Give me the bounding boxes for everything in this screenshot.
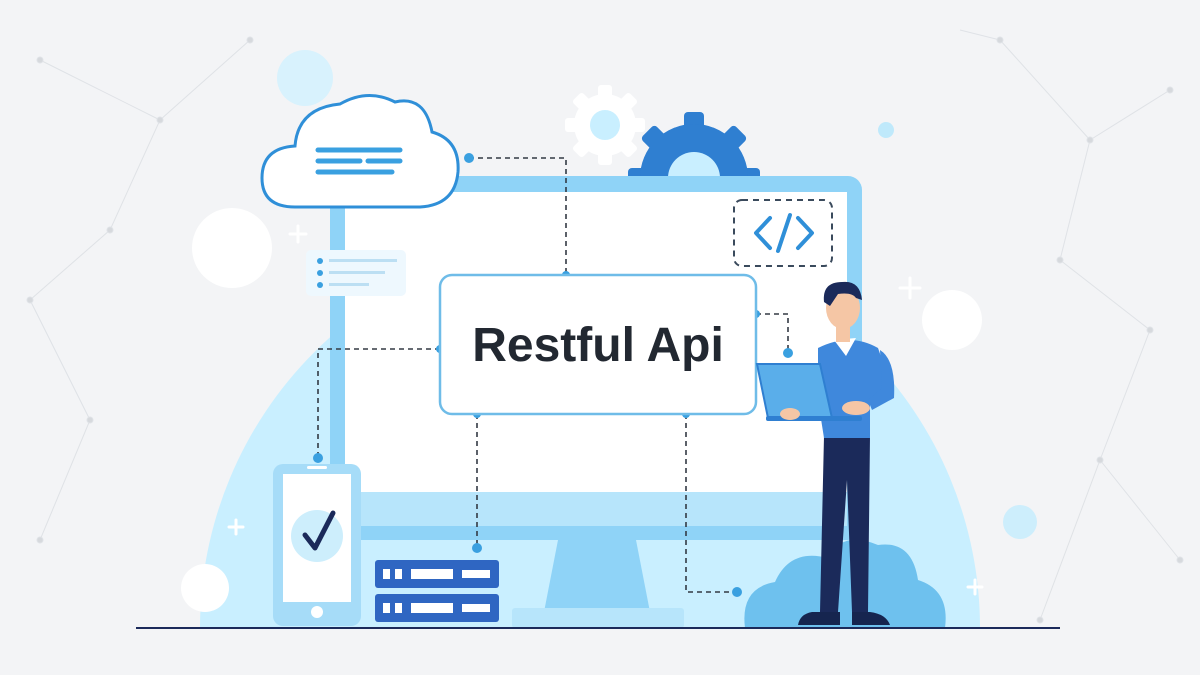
title-box xyxy=(438,273,758,416)
list-card xyxy=(306,250,406,296)
cloud-icon xyxy=(260,94,460,209)
sparkle-decorations xyxy=(227,224,984,596)
monitor-base xyxy=(512,608,684,628)
decor-circle xyxy=(181,564,229,612)
decor-circle xyxy=(192,208,272,288)
phone-icon xyxy=(273,464,361,626)
connector-lines xyxy=(317,157,789,593)
decor-circle xyxy=(1003,505,1037,539)
check-icon xyxy=(291,510,343,562)
bush-decoration xyxy=(744,539,946,628)
monitor-stand xyxy=(544,540,650,612)
monitor-bezel xyxy=(345,492,847,526)
network-background xyxy=(26,29,1184,624)
code-icon xyxy=(733,199,833,267)
decor-circle xyxy=(922,290,982,350)
decor-circle xyxy=(277,50,333,106)
server-icon xyxy=(375,560,499,622)
page-title: Restful Api xyxy=(472,319,724,372)
person-illustration xyxy=(755,281,895,625)
decor-circle xyxy=(878,122,894,138)
gear-icon xyxy=(565,85,645,165)
